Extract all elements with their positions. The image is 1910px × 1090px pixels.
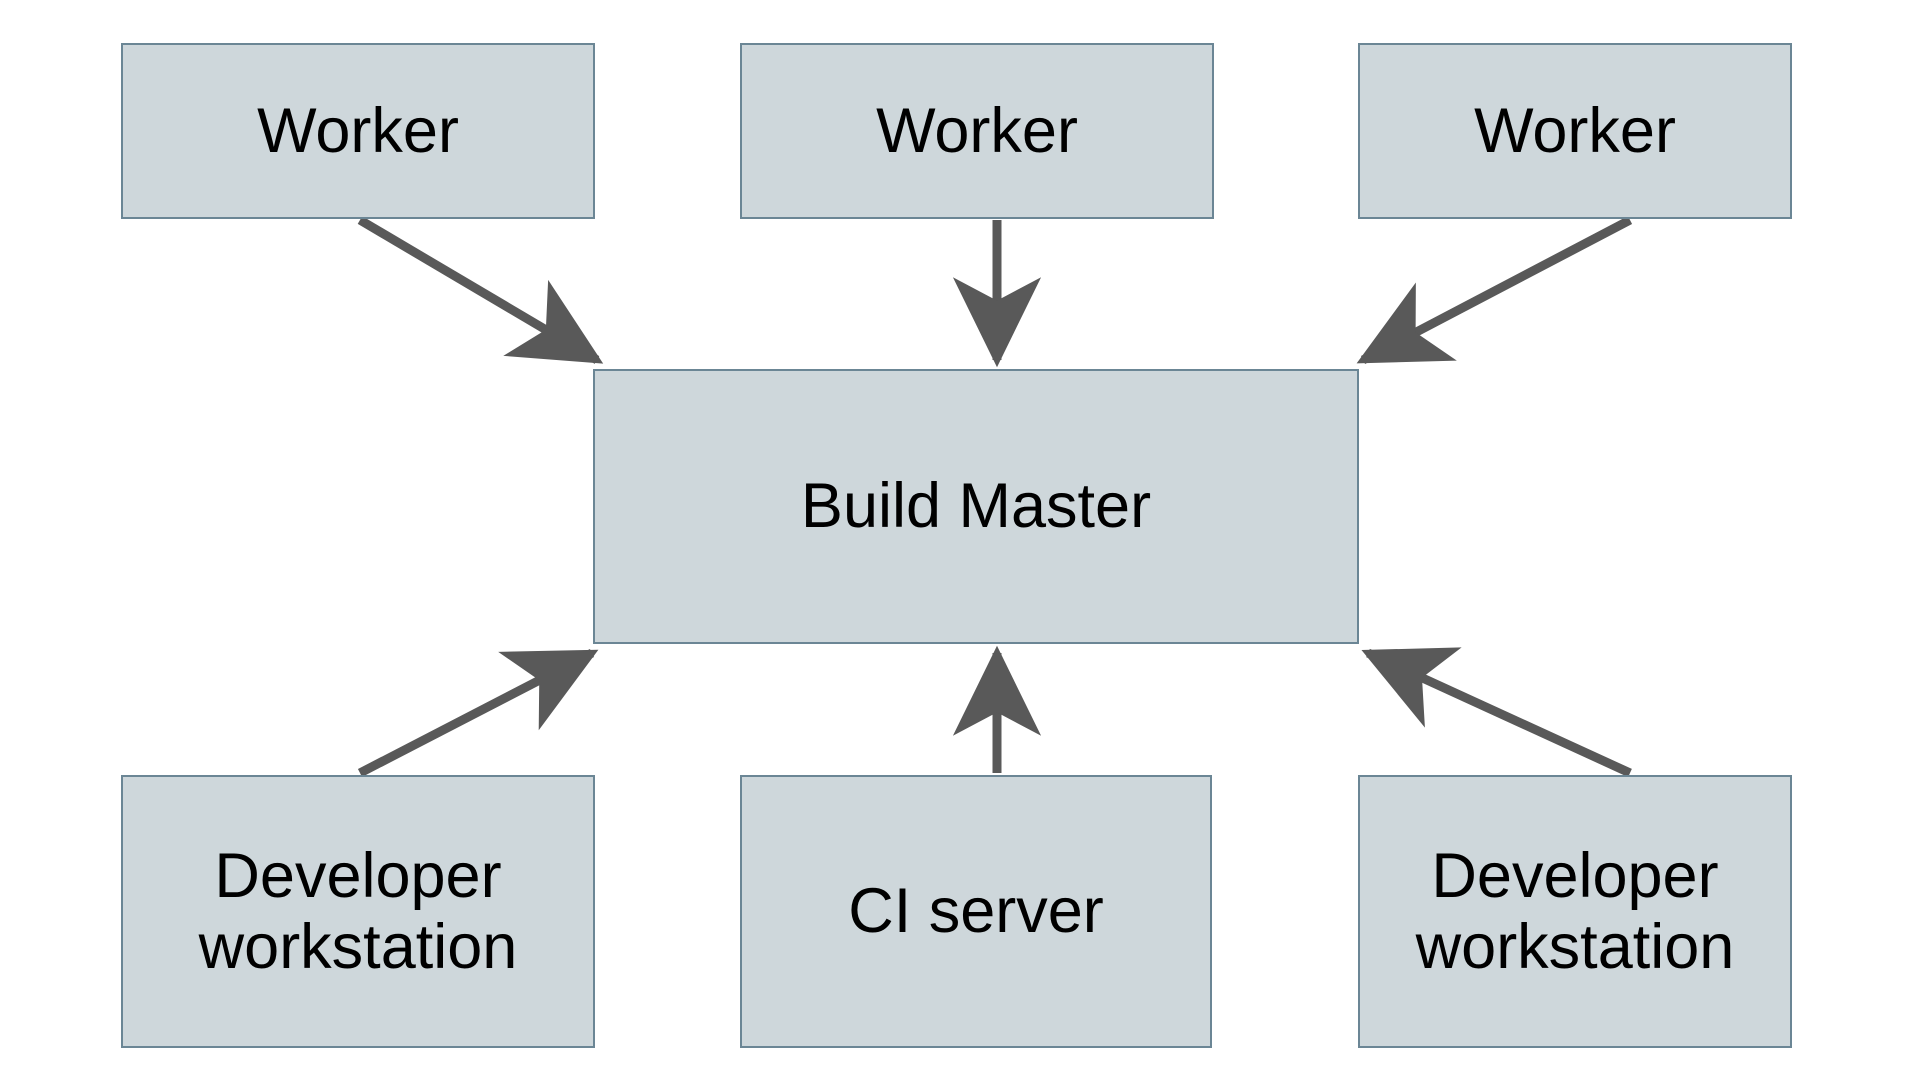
node-worker-3-label: Worker — [1474, 95, 1676, 166]
node-developer-workstation-2-label: Developer workstation — [1415, 840, 1735, 982]
node-worker-2-label: Worker — [876, 95, 1078, 166]
node-worker-1[interactable]: Worker — [121, 43, 595, 219]
edge-devws-2-to-master — [1361, 647, 1632, 778]
node-worker-3[interactable]: Worker — [1358, 43, 1792, 219]
node-developer-workstation-2[interactable]: Developer workstation — [1358, 775, 1792, 1048]
edge-devws-1-to-master — [357, 649, 599, 777]
node-build-master[interactable]: Build Master — [593, 369, 1359, 644]
node-ci-server-label: CI server — [848, 876, 1104, 947]
node-developer-workstation-1[interactable]: Developer workstation — [121, 775, 595, 1048]
node-worker-1-label: Worker — [257, 95, 459, 166]
node-developer-workstation-1-label: Developer workstation — [198, 840, 518, 982]
node-ci-server[interactable]: CI server — [740, 775, 1212, 1048]
edge-worker-1-to-master — [357, 216, 604, 364]
node-worker-2[interactable]: Worker — [740, 43, 1214, 219]
edge-worker-3-to-master — [1356, 216, 1633, 364]
node-build-master-label: Build Master — [800, 471, 1152, 542]
